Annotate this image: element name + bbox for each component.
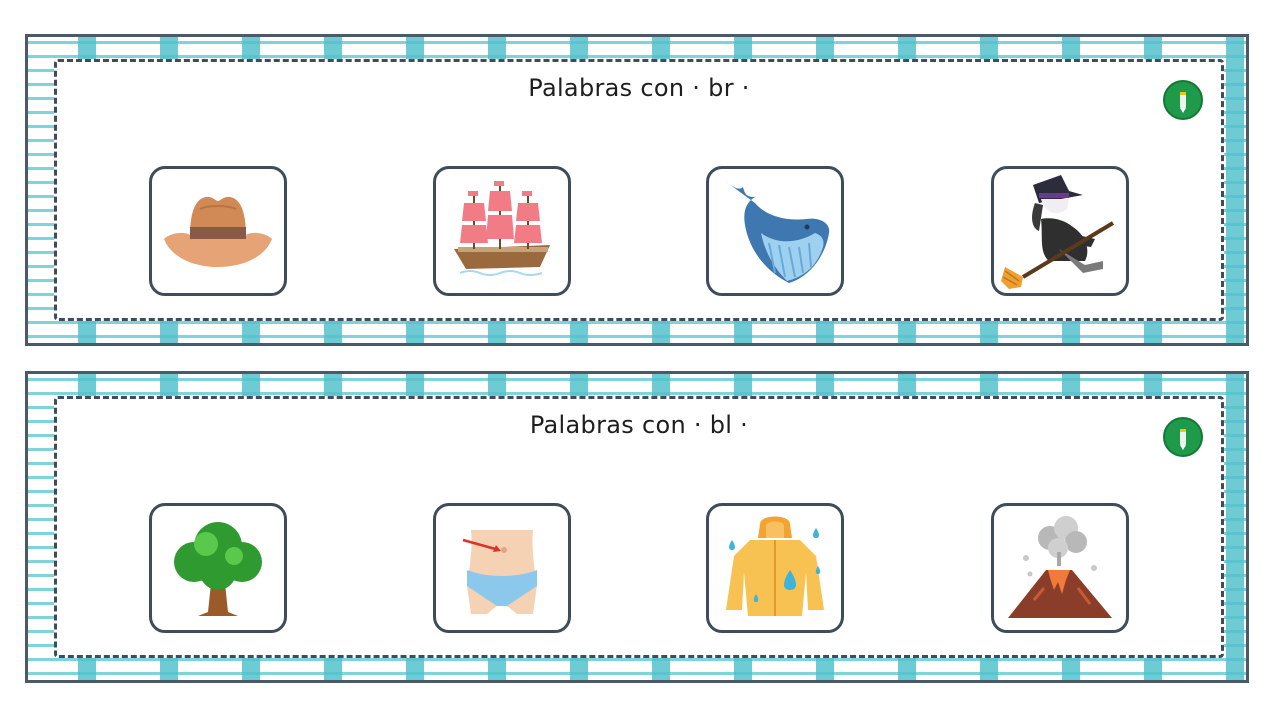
- raincoat-icon: [726, 516, 824, 616]
- whale-icon: [725, 181, 830, 283]
- hat-icon: [164, 196, 272, 267]
- image-tile-ship[interactable]: [433, 166, 571, 296]
- card-br: Palabras con · br ·: [25, 34, 1249, 346]
- card-bl: Palabras con · bl ·: [25, 371, 1249, 683]
- witch-icon: [1001, 175, 1115, 289]
- logo-icon: [1163, 80, 1203, 120]
- dashed-frame: Palabras con · br ·: [54, 59, 1224, 321]
- belly-icon: [462, 530, 537, 614]
- image-tile-hat[interactable]: [149, 166, 287, 296]
- image-tile-raincoat[interactable]: [706, 503, 844, 633]
- image-tile-whale[interactable]: [706, 166, 844, 296]
- image-tile-tree[interactable]: [149, 503, 287, 633]
- image-tile-belly[interactable]: [433, 503, 571, 633]
- image-tile-volcano[interactable]: [991, 503, 1129, 633]
- ship-icon: [454, 181, 550, 276]
- image-tile-witch[interactable]: [991, 166, 1129, 296]
- dashed-frame: Palabras con · bl ·: [54, 396, 1224, 658]
- volcano-icon: [1008, 516, 1112, 618]
- tree-icon: [174, 522, 262, 616]
- logo-icon: [1163, 417, 1203, 457]
- section-title: Palabras con · br ·: [528, 74, 750, 102]
- section-title: Palabras con · bl ·: [529, 411, 749, 439]
